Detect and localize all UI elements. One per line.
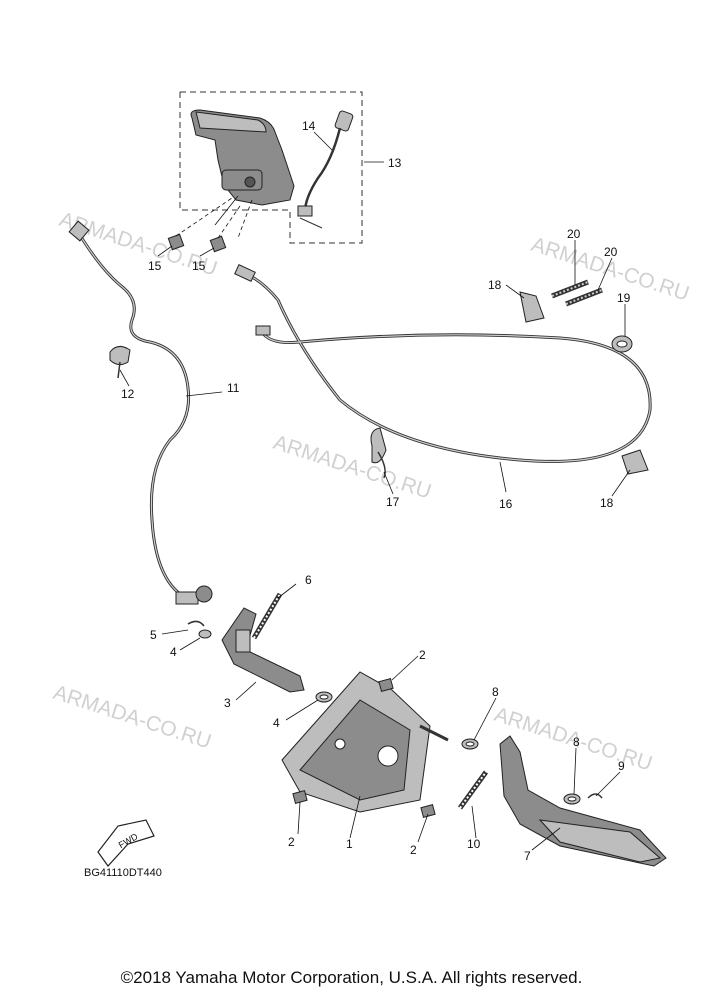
callout-6: 6 bbox=[305, 573, 312, 587]
clip bbox=[587, 793, 603, 799]
callout-15: 15 bbox=[148, 259, 162, 273]
spring bbox=[457, 770, 489, 810]
switch-lead bbox=[297, 110, 354, 229]
callout-9: 9 bbox=[618, 759, 625, 773]
callout-16: 16 bbox=[499, 497, 513, 511]
bolt bbox=[167, 233, 185, 251]
callout-20: 20 bbox=[604, 245, 618, 259]
callout-7: 7 bbox=[524, 849, 531, 863]
parking-brake-cable bbox=[234, 264, 652, 463]
brake-cable bbox=[68, 220, 213, 605]
callout-15: 15 bbox=[192, 259, 206, 273]
watermark: ARMADA-CO.RU bbox=[270, 431, 434, 504]
cable-clamp bbox=[611, 335, 633, 353]
callout-8: 8 bbox=[573, 735, 580, 749]
lever-arm bbox=[221, 607, 305, 693]
callout-18: 18 bbox=[488, 278, 502, 292]
callout-3: 3 bbox=[224, 696, 231, 710]
callout-12: 12 bbox=[121, 387, 135, 401]
callout-11: 11 bbox=[227, 381, 240, 395]
callout-19: 19 bbox=[617, 291, 631, 305]
bolt bbox=[292, 790, 308, 804]
callout-4: 4 bbox=[170, 645, 177, 659]
cable-holder bbox=[621, 449, 649, 475]
callout-8: 8 bbox=[492, 685, 499, 699]
callout-1: 1 bbox=[346, 837, 353, 851]
callout-20: 20 bbox=[567, 227, 581, 241]
brake-pedal bbox=[499, 735, 667, 867]
forward-arrow-icon: FWD bbox=[97, 819, 155, 867]
callout-18: 18 bbox=[600, 496, 614, 510]
bolt bbox=[378, 678, 394, 692]
washer bbox=[461, 738, 479, 750]
washer bbox=[563, 793, 581, 805]
clip bbox=[187, 620, 205, 627]
callout-5: 5 bbox=[150, 628, 157, 642]
assembly-13-box bbox=[179, 91, 363, 244]
callout-10: 10 bbox=[467, 837, 481, 851]
cable-holder bbox=[519, 291, 545, 323]
washer bbox=[198, 629, 212, 639]
callout-17: 17 bbox=[386, 495, 400, 509]
spring bbox=[251, 592, 283, 640]
cable-clamp bbox=[109, 346, 131, 379]
cable-tie bbox=[565, 287, 603, 307]
callout-14: 14 bbox=[302, 119, 316, 133]
bolt bbox=[209, 235, 227, 253]
callout-2: 2 bbox=[410, 843, 417, 857]
callout-2: 2 bbox=[288, 835, 295, 849]
callout-13: 13 bbox=[388, 156, 402, 170]
callout-4: 4 bbox=[273, 716, 280, 730]
copyright-notice: ©2018 Yamaha Motor Corporation, U.S.A. A… bbox=[120, 968, 583, 987]
cable-clamp bbox=[370, 427, 387, 479]
diagram-code: BG41110DT440 bbox=[84, 867, 162, 879]
bracket bbox=[281, 671, 449, 813]
callout-2: 2 bbox=[419, 648, 426, 662]
bolt bbox=[420, 804, 436, 818]
washer bbox=[315, 691, 333, 703]
watermark: ARMADA-CO.RU bbox=[50, 681, 214, 754]
cable-tie bbox=[551, 279, 589, 299]
brake-lever-assembly bbox=[190, 109, 295, 239]
